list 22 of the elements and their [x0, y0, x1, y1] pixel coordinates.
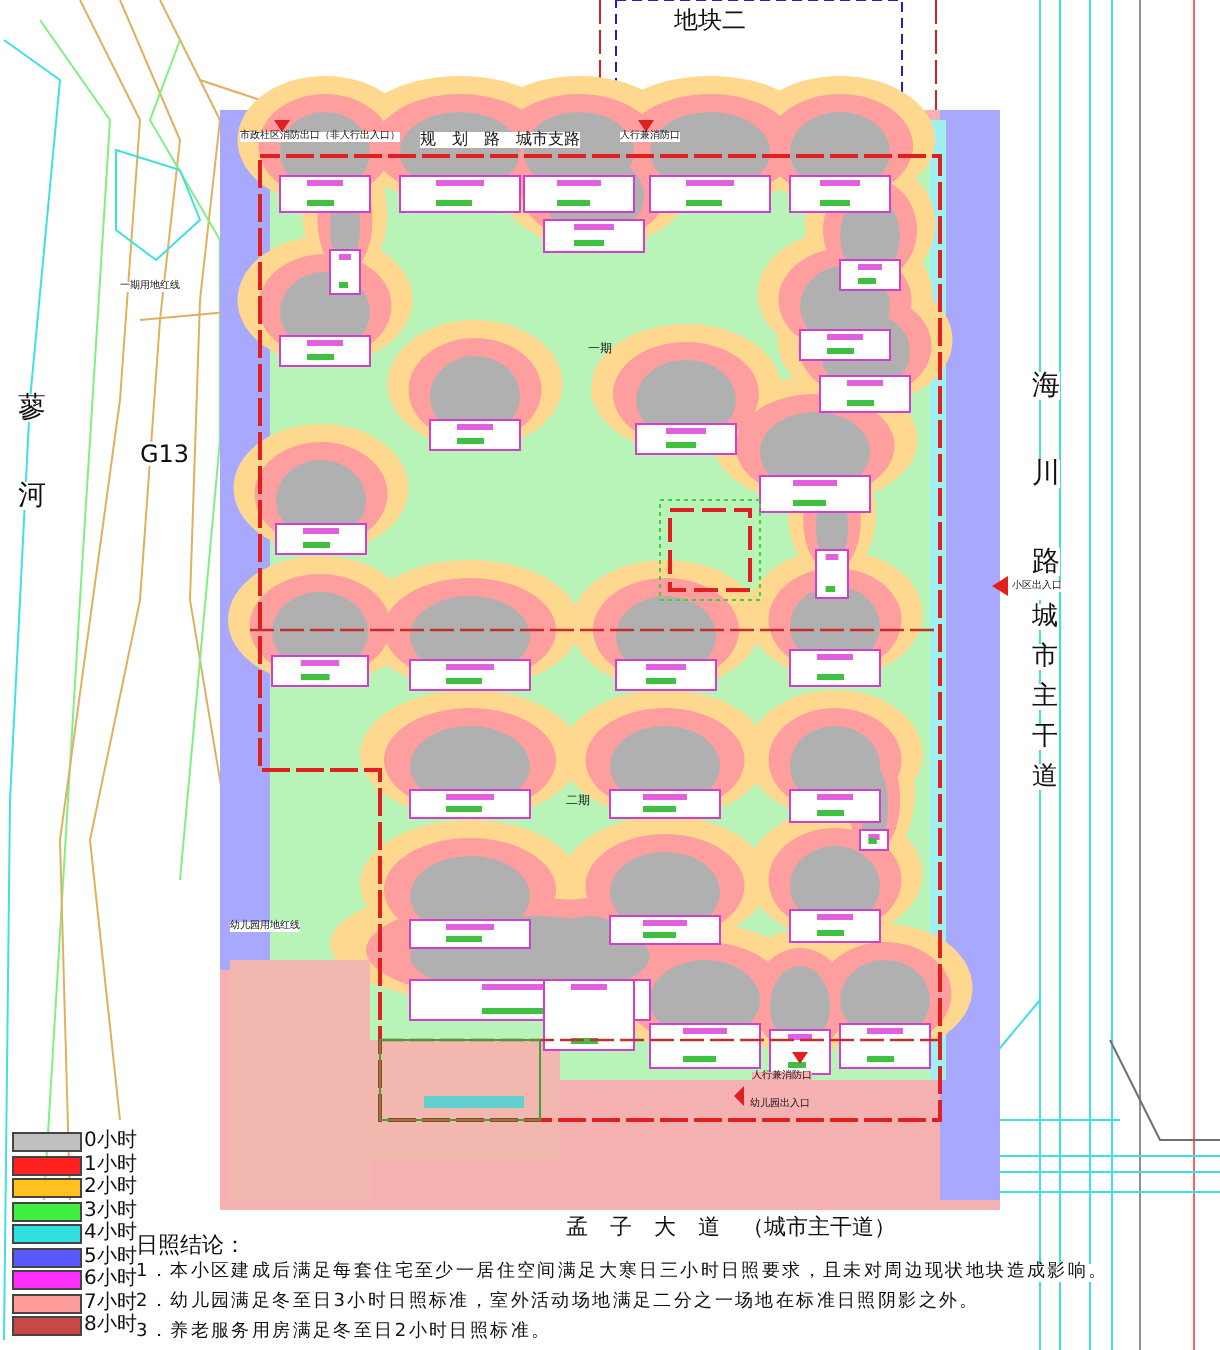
- map-label: 主: [1032, 684, 1058, 710]
- map-label: 规 划 路 城市支路: [420, 132, 580, 148]
- map-label: 城: [1032, 604, 1058, 630]
- map-label: 道: [1032, 764, 1058, 790]
- legend-label: 2小时: [84, 1178, 137, 1198]
- map-label: 蓼: [18, 394, 46, 422]
- legend-label: 0小时: [84, 1132, 137, 1152]
- legend-label: 3小时: [84, 1201, 137, 1221]
- map-label: 干: [1032, 724, 1058, 750]
- map-label: 川: [1032, 460, 1060, 488]
- map-label: 市: [1032, 644, 1058, 670]
- map-label: 地块二: [674, 8, 746, 32]
- map-label: 路: [1032, 548, 1060, 576]
- legend-label: 4小时: [84, 1224, 137, 1244]
- legend-label: 5小时: [84, 1247, 137, 1267]
- map-label: G13: [140, 442, 190, 466]
- map-label: 河: [18, 482, 46, 510]
- legend-label: 8小时: [84, 1316, 137, 1336]
- legend-label: 1小时: [84, 1155, 137, 1175]
- legend-label: 7小时: [84, 1293, 137, 1313]
- map-label: 海: [1032, 372, 1060, 400]
- legend-label: 6小时: [84, 1270, 137, 1290]
